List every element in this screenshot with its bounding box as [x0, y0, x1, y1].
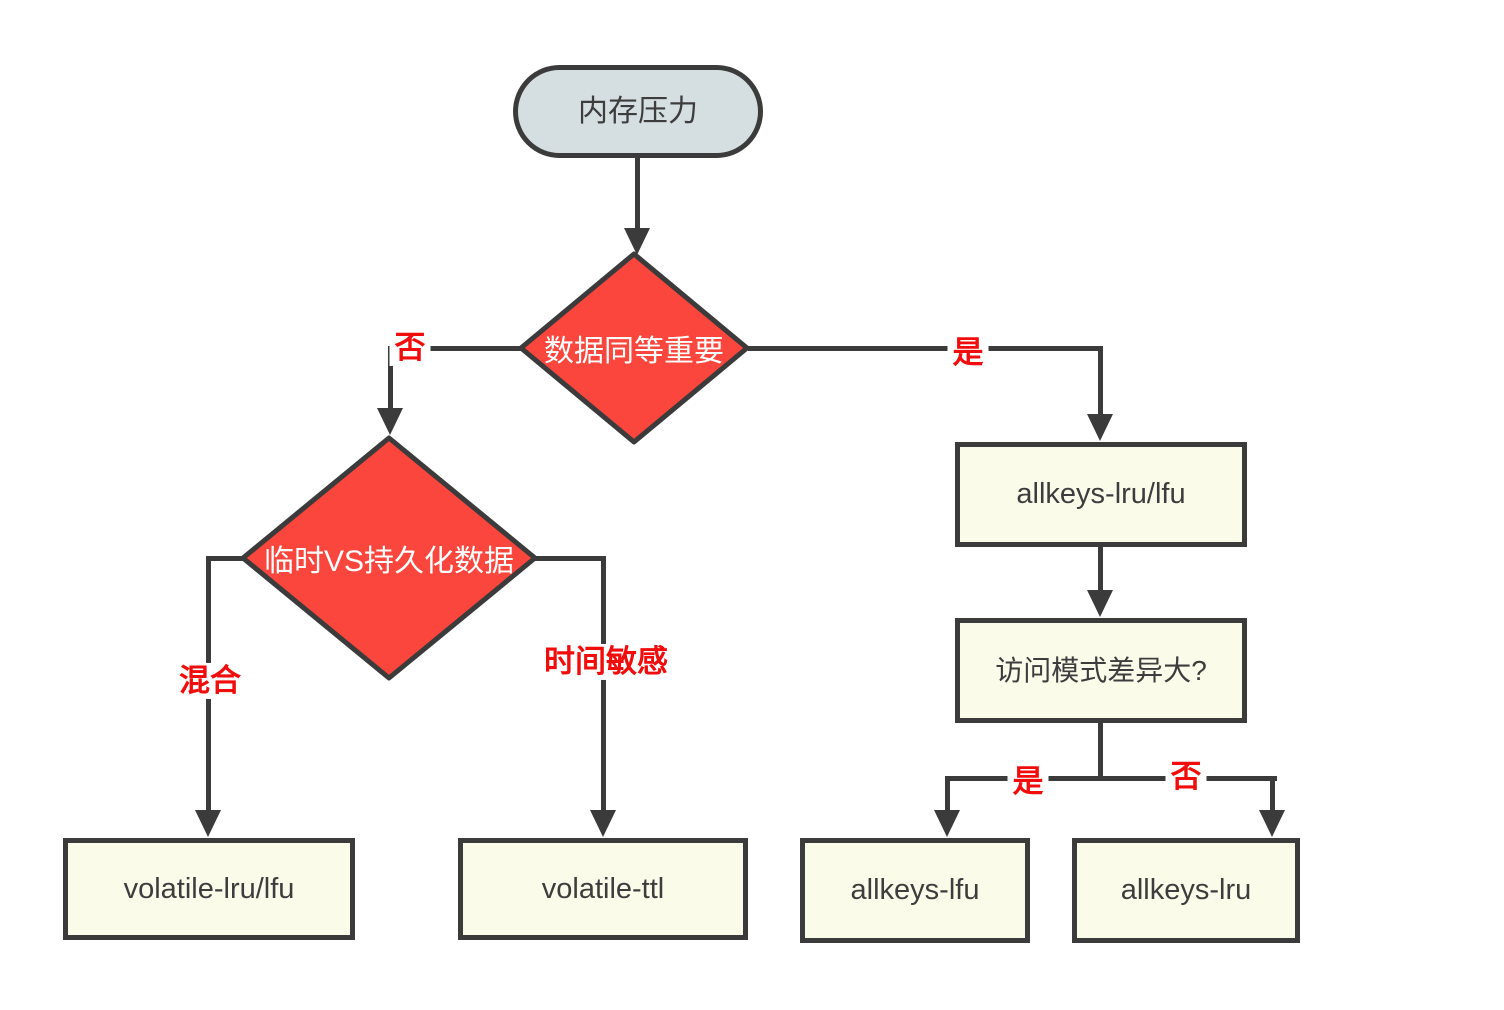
arrowhead-into-allkeys-lfu	[934, 810, 960, 837]
connector-yes-horizontal	[748, 346, 1103, 351]
edge-label-time-sensitive: 时间敏感	[539, 643, 673, 681]
arrowhead-into-question	[1087, 590, 1113, 617]
node-decision-temp-vs-persistent: 临时VS持久化数据	[238, 433, 540, 683]
connector-no-vertical	[388, 346, 393, 412]
node-allkeys-lfu-label: allkeys-lfu	[850, 874, 980, 907]
node-start-label: 内存压力	[578, 94, 698, 128]
node-allkeys-lfu: allkeys-lfu	[800, 838, 1030, 943]
node-volatile-ttl-label: volatile-ttl	[541, 872, 665, 905]
arrowhead-into-volatile-ttl	[590, 810, 616, 837]
edge-label-yes: 是	[947, 334, 989, 372]
connector-time-horizontal	[534, 556, 606, 561]
node-allkeys-lru-label: allkeys-lru	[1120, 874, 1252, 907]
decision1-label: 数据同等重要	[544, 335, 724, 368]
connector-split-right-vertical	[1270, 776, 1275, 812]
connector-no-horizontal	[390, 346, 523, 351]
connector-question-down	[1098, 723, 1103, 781]
edge-label-mixed: 混合	[174, 662, 246, 700]
edge-label-split-no: 否	[1165, 758, 1207, 796]
arrowhead-into-allkeys-lru-lfu	[1087, 414, 1113, 441]
node-allkeys-lru: allkeys-lru	[1072, 838, 1300, 943]
connector-start-to-decision1	[635, 156, 640, 232]
arrowhead-into-volatile-lru-lfu	[195, 810, 221, 837]
diamond-shape	[518, 251, 750, 445]
arrowhead-into-decision2	[377, 408, 403, 435]
node-volatile-lru-lfu-label: volatile-lru/lfu	[123, 872, 295, 905]
arrowhead-into-allkeys-lru	[1259, 810, 1285, 837]
decision2-label: 临时VS持久化数据	[263, 545, 515, 578]
node-decision-data-importance: 数据同等重要	[516, 249, 752, 447]
connector-split-left-vertical	[945, 776, 950, 812]
edge-label-split-yes: 是	[1007, 763, 1049, 801]
connector-split-horizontal	[945, 776, 1277, 781]
node-volatile-ttl: volatile-ttl	[458, 838, 748, 940]
node-allkeys-lru-lfu: allkeys-lru/lfu	[955, 442, 1247, 547]
connector-yes-vertical	[1098, 346, 1103, 416]
node-access-pattern-label: 访问模式差异大?	[995, 654, 1207, 686]
connector-allkeys-to-question	[1098, 547, 1103, 592]
connector-mixed-horizontal	[208, 556, 244, 561]
arrowhead-into-decision1	[624, 228, 650, 255]
diamond-shape	[240, 435, 538, 681]
node-volatile-lru-lfu: volatile-lru/lfu	[63, 838, 355, 940]
edge-label-no: 否	[389, 329, 431, 367]
node-access-pattern-question: 访问模式差异大?	[955, 618, 1247, 723]
connector-time-vertical	[601, 556, 606, 812]
node-allkeys-lru-lfu-label: allkeys-lru/lfu	[1016, 478, 1186, 511]
node-start-memory-pressure: 内存压力	[513, 65, 763, 158]
